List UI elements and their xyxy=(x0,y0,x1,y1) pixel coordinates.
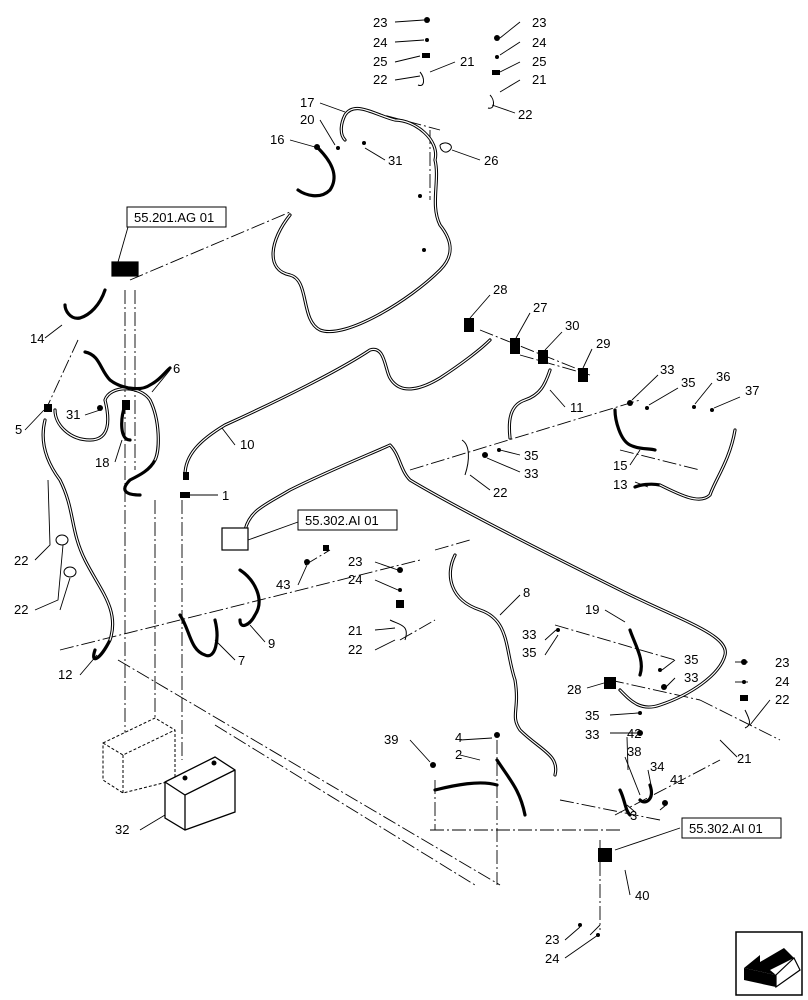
part-label: 38 xyxy=(627,744,641,759)
part-label: 23 xyxy=(348,554,362,569)
part-label: 18 xyxy=(95,455,109,470)
part-label: 25 xyxy=(532,54,546,69)
part-label: 8 xyxy=(523,585,530,600)
harness-top-loop xyxy=(271,107,452,334)
harness-10 xyxy=(183,338,492,477)
part-label: 43 xyxy=(276,577,290,592)
harness-left xyxy=(41,350,172,661)
part-label: 26 xyxy=(484,153,498,168)
part-label: 42 xyxy=(627,726,641,741)
part-label: 28 xyxy=(493,282,507,297)
reference-label[interactable]: 55.201.AG 01 xyxy=(134,210,214,225)
harness-13-15 xyxy=(613,408,737,501)
part-label: 23 xyxy=(545,932,559,947)
part-label: 40 xyxy=(635,888,649,903)
part-label: 35 xyxy=(524,448,538,463)
part-label: 24 xyxy=(545,951,559,966)
part-label: 24 xyxy=(532,35,546,50)
part-label: 31 xyxy=(388,153,402,168)
part-label: 33 xyxy=(522,627,536,642)
part-label: 22 xyxy=(14,602,28,617)
harness-8 xyxy=(448,553,558,777)
part-label: 19 xyxy=(585,602,599,617)
part-label: 27 xyxy=(533,300,547,315)
part-label: 33 xyxy=(660,362,674,377)
part-label: 33 xyxy=(524,466,538,481)
harness-11 xyxy=(507,368,552,440)
part-label: 24 xyxy=(775,674,789,689)
reference-box-mid[interactable]: 55.302.AI 01 xyxy=(297,509,398,531)
part-label: 22 xyxy=(348,642,362,657)
part-label: 39 xyxy=(384,732,398,747)
harness-14 xyxy=(63,288,107,320)
part-label: 32 xyxy=(115,822,129,837)
part-label: 23 xyxy=(775,655,789,670)
part-label: 11 xyxy=(570,400,584,415)
part-label: 34 xyxy=(650,759,664,774)
part-label: 1 xyxy=(222,488,229,503)
part-label: 21 xyxy=(532,72,546,87)
part-label: 35 xyxy=(681,375,695,390)
harness-7-9 xyxy=(178,568,261,658)
part-label: 24 xyxy=(348,572,362,587)
part-label: 6 xyxy=(173,361,180,376)
part-label: 35 xyxy=(585,708,599,723)
part-label: 21 xyxy=(460,54,474,69)
part-label: 25 xyxy=(373,54,387,69)
part-label: 23 xyxy=(373,15,387,30)
part-label: 28 xyxy=(567,682,581,697)
harness-19 xyxy=(628,628,643,677)
part-label: 30 xyxy=(565,318,579,333)
part-label: 22 xyxy=(775,692,789,707)
part-label: 3 xyxy=(630,808,637,823)
part-label: 9 xyxy=(268,636,275,651)
part-label: 22 xyxy=(518,107,532,122)
reference-label[interactable]: 55.302.AI 01 xyxy=(305,513,379,528)
part-label: 35 xyxy=(522,645,536,660)
construction-lines xyxy=(47,109,781,936)
part-label: 7 xyxy=(238,653,245,668)
part-label: 15 xyxy=(613,458,627,473)
part-label: 22 xyxy=(14,553,28,568)
part-label: 5 xyxy=(15,422,22,437)
part-label: 4 xyxy=(455,730,462,745)
part-label: 33 xyxy=(585,727,599,742)
part-label: 2 xyxy=(455,747,462,762)
part-label: 16 xyxy=(270,132,284,147)
reference-box-bottom[interactable]: 55.302.AI 01 xyxy=(681,817,782,839)
part-label: 24 xyxy=(373,35,387,50)
part-label: 14 xyxy=(30,331,44,346)
leader-lines xyxy=(24,19,771,959)
part-label: 29 xyxy=(596,336,610,351)
harness-main-long xyxy=(243,443,727,709)
cable-clips xyxy=(55,71,750,729)
part-label: 36 xyxy=(716,369,730,384)
part-label: 23 xyxy=(532,15,546,30)
part-label: 21 xyxy=(348,623,362,638)
part-label: 10 xyxy=(240,437,254,452)
harness-2-3 xyxy=(433,758,653,817)
battery-32 xyxy=(164,756,236,831)
part-label: 22 xyxy=(493,485,507,500)
part-label: 35 xyxy=(684,652,698,667)
part-number-labels: 23 24 25 22 21 23 24 25 21 22 17 20 16 3… xyxy=(14,15,789,966)
part-label: 12 xyxy=(58,667,72,682)
reference-box-top[interactable]: 55.201.AG 01 xyxy=(126,206,227,228)
orientation-arrow-icon xyxy=(735,931,803,996)
part-label: 21 xyxy=(737,751,751,766)
part-label: 13 xyxy=(613,477,627,492)
part-label: 31 xyxy=(66,407,80,422)
part-label: 41 xyxy=(670,772,684,787)
battery-dashed xyxy=(102,717,176,794)
part-label: 22 xyxy=(373,72,387,87)
part-label: 20 xyxy=(300,112,314,127)
connectors xyxy=(44,17,748,937)
part-label: 33 xyxy=(684,670,698,685)
reference-label[interactable]: 55.302.AI 01 xyxy=(689,821,763,836)
part-label: 17 xyxy=(300,95,314,110)
part-label: 37 xyxy=(745,383,759,398)
